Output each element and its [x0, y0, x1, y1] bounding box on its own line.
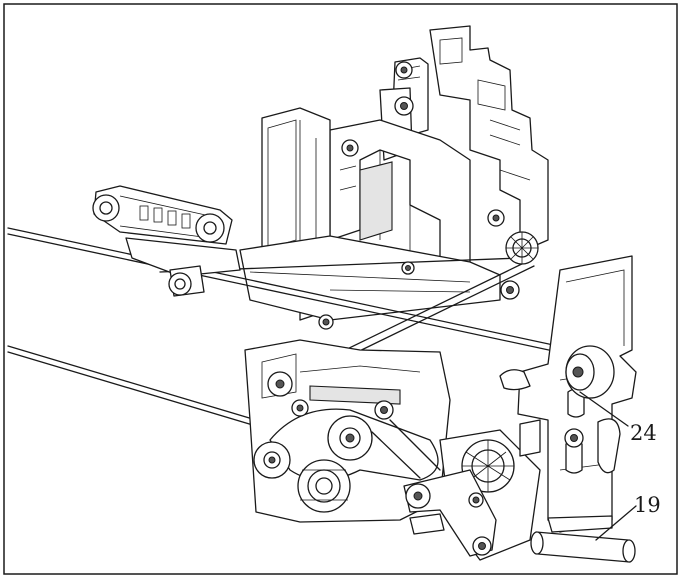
callout-24: 24	[630, 421, 657, 445]
tower-screws	[318, 61, 520, 330]
shaft-19	[530, 515, 636, 563]
belt-carriage	[92, 185, 241, 297]
drive-linkage	[371, 419, 541, 561]
figure-border	[3, 3, 678, 575]
leader-lines	[579, 391, 637, 541]
lower-pulleys	[253, 371, 439, 513]
right-bracket	[499, 255, 637, 533]
callout-19: 19	[634, 493, 661, 517]
right-gear	[505, 231, 539, 265]
upper-frame	[239, 25, 549, 321]
